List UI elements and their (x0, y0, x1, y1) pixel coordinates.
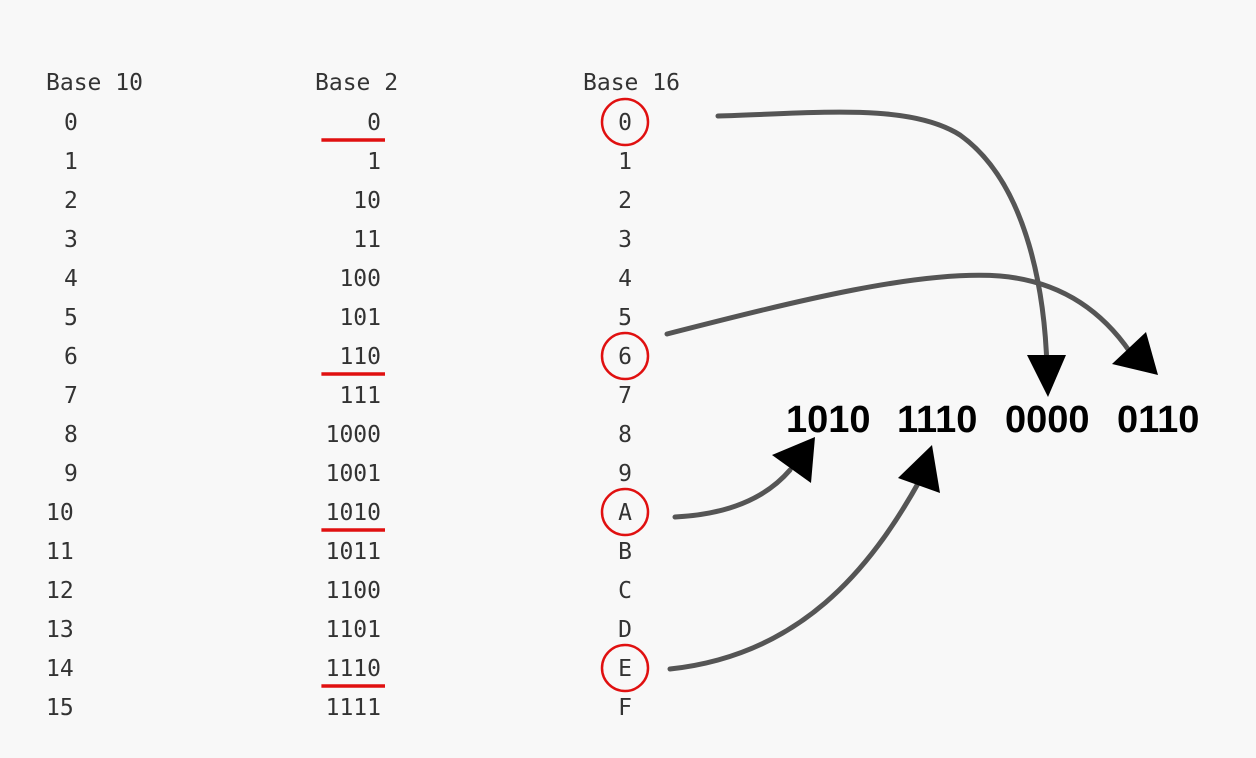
base2-cell: 1000 (326, 422, 381, 448)
base10-cell: 14 (46, 656, 74, 682)
base16-cell: F (618, 695, 632, 721)
result-group-2: 1110 (897, 399, 977, 441)
base2-cell: 1 (367, 149, 381, 175)
base16-cell: 7 (618, 383, 632, 409)
base10-cell: 4 (64, 266, 78, 292)
result-group-3: 0000 (1005, 399, 1090, 441)
arrow-hex-0 (715, 109, 1050, 371)
base10-cell: 13 (46, 617, 74, 643)
base10-cell: 5 (64, 305, 78, 331)
base16-cell: 5 (618, 305, 632, 331)
base16-cell: 2 (618, 188, 632, 214)
base10-cell: 8 (64, 422, 78, 448)
arrow-hex-6-head (1112, 332, 1158, 375)
highlight-marks (321, 97, 650, 693)
arrow-hex-a-head (772, 437, 815, 483)
base2-cell: 1100 (326, 578, 381, 604)
base10-cell: 15 (46, 695, 74, 721)
base10-cell: 3 (64, 227, 78, 253)
header-base16: Base 16 (583, 70, 680, 96)
base10-cell: 11 (46, 539, 74, 565)
base2-cell: 0 (367, 110, 381, 136)
base2-cell: 1110 (326, 656, 381, 682)
mapping-arrows (664, 109, 1158, 672)
arrow-hex-a (672, 467, 793, 520)
base16-cell: B (618, 539, 632, 565)
base16-cell: A (618, 500, 632, 526)
base16-cell: 6 (618, 344, 632, 370)
base2-cell: 100 (339, 266, 381, 292)
base10-cell: 10 (46, 500, 74, 526)
arrow-hex-e-head (898, 445, 940, 493)
base10-cell: 9 (64, 461, 78, 487)
base2-cell: 1010 (326, 500, 381, 526)
base16-cell: 8 (618, 422, 632, 448)
result-group-1: 1010 (786, 399, 871, 441)
base10-cell: 7 (64, 383, 78, 409)
result-group-4: 0110 (1117, 399, 1199, 441)
base2-cell: 11 (353, 227, 381, 253)
base16-cell: D (618, 617, 632, 643)
hex-highlight-circle (600, 97, 650, 147)
base16-cell: E (618, 656, 632, 682)
base16-cell: 9 (618, 461, 632, 487)
base2-cell: 10 (353, 188, 381, 214)
base10-cell: 1 (64, 149, 78, 175)
hex-highlight-circle (600, 487, 650, 537)
base16-cell: 0 (618, 110, 632, 136)
base2-cell: 1001 (326, 461, 381, 487)
base2-cell: 111 (339, 383, 381, 409)
hex-highlight-circle (600, 643, 650, 693)
base2-cell: 110 (339, 344, 381, 370)
hex-highlight-circle (600, 331, 650, 381)
base10-cell: 12 (46, 578, 74, 604)
base10-cell: 6 (64, 344, 78, 370)
base16-cell: C (618, 578, 632, 604)
base2-cell: 1101 (326, 617, 381, 643)
base10-cell: 2 (64, 188, 78, 214)
arrow-hex-6 (664, 272, 1133, 355)
base2-cell: 101 (339, 305, 381, 331)
header-base2: Base 2 (315, 70, 398, 96)
header-base10: Base 10 (46, 70, 143, 96)
arrow-hex-e (667, 477, 923, 672)
base2-cell: 1011 (326, 539, 381, 565)
base2-cell: 1111 (326, 695, 381, 721)
arrow-hex-0-head (1027, 355, 1066, 397)
base10-cell: 0 (64, 110, 78, 136)
base16-cell: 1 (618, 149, 632, 175)
base16-cell: 3 (618, 227, 632, 253)
base16-cell: 4 (618, 266, 632, 292)
